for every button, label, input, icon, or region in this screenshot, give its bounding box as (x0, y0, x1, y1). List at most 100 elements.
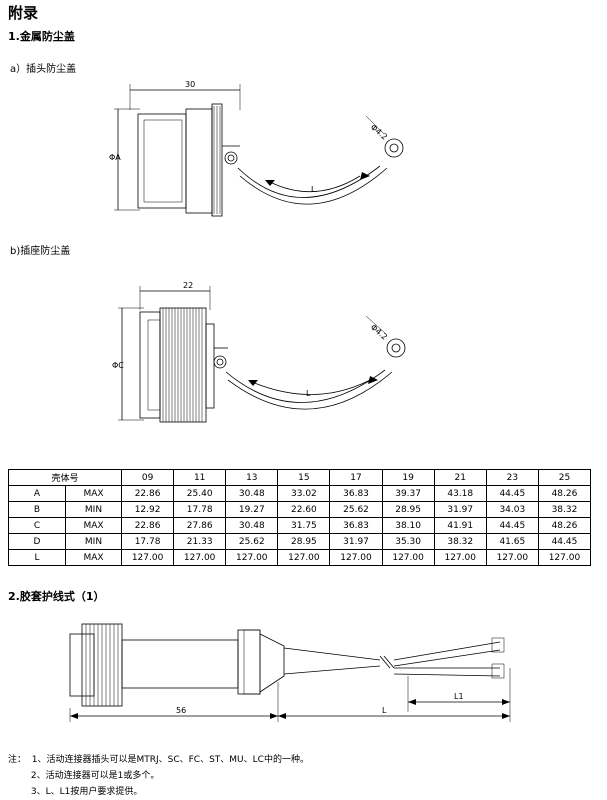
arrow-right-icon (270, 713, 278, 719)
row-type: MAX (64, 485, 123, 502)
dim-len-label: L (311, 185, 316, 194)
table-cell: 31.75 (277, 517, 331, 534)
table-cell: 25.62 (329, 501, 383, 518)
table-cell: 38.32 (433, 533, 487, 550)
row-dim: D (8, 533, 66, 550)
dim-L1-label: L1 (454, 692, 464, 701)
table-cell: 127.00 (485, 549, 539, 566)
arrow-left-icon (408, 699, 416, 705)
size-header: 11 (173, 469, 227, 486)
note-line: 2、活动连接器可以是1或多个。 (8, 771, 160, 781)
table-cell: 127.00 (277, 549, 331, 566)
size-header: 21 (433, 469, 487, 486)
table-row: C MAX 22.86 27.86 30.48 31.75 36.83 38.1… (8, 517, 592, 534)
table-cell: 21.33 (173, 533, 227, 550)
table-cell: 48.26 (537, 485, 592, 502)
table-cell: 44.45 (485, 485, 539, 502)
table-cell: 44.45 (485, 517, 539, 534)
table-cell: 28.95 (381, 501, 435, 518)
table-cell: 30.48 (225, 485, 279, 502)
header-label: 壳体号 (7, 469, 123, 486)
table-cell: 48.26 (537, 517, 592, 534)
table-cell: 31.97 (433, 501, 487, 518)
arrow-left-icon (70, 713, 78, 719)
arrow-left-icon (265, 180, 275, 186)
table-row: D MIN 17.78 21.33 25.62 28.95 31.97 35.3… (8, 533, 592, 550)
dim-top-label: 30 (185, 80, 195, 89)
dim-len-label: L (306, 389, 311, 398)
dim-ring-label: Φ4.2 (369, 323, 389, 342)
table-cell: 17.78 (121, 533, 175, 550)
table-cell: 30.48 (225, 517, 279, 534)
size-header: 15 (277, 469, 331, 486)
table-cell: 25.62 (225, 533, 279, 550)
dim-top-label: 22 (183, 281, 193, 290)
table-row: A MAX 22.86 25.40 30.48 33.02 36.83 39.3… (8, 485, 592, 502)
table-cell: 41.65 (485, 533, 539, 550)
table-cell: 44.45 (537, 533, 592, 550)
table-cell: 36.83 (329, 485, 383, 502)
notes: 注： 1、活动连接器插头可以是MTRJ、SC、FC、ST、MU、LC中的一种。 … (8, 752, 309, 800)
dim-ring-label: Φ4.2 (369, 123, 389, 142)
table-cell: 33.02 (277, 485, 331, 502)
table-row: B MIN 12.92 17.78 19.27 22.60 25.62 28.9… (8, 501, 592, 518)
row-type: MAX (64, 549, 123, 566)
note-line: 注： 1、活动连接器插头可以是MTRJ、SC、FC、ST、MU、LC中的一种。 (8, 755, 309, 765)
table-header-row: 壳体号 09 11 13 15 17 19 21 23 25 (7, 469, 592, 486)
dim-side-label: ΦA (109, 153, 121, 162)
size-header: 09 (121, 469, 175, 486)
size-header: 13 (225, 469, 279, 486)
table-cell: 31.97 (329, 533, 383, 550)
table-cell: 127.00 (225, 549, 279, 566)
size-header: 17 (329, 469, 383, 486)
row-dim: A (8, 485, 66, 502)
size-header: 19 (381, 469, 435, 486)
table-cell: 35.30 (381, 533, 435, 550)
dim-L-label: L (382, 706, 387, 715)
table-cell: 127.00 (173, 549, 227, 566)
row-dim: L (8, 549, 66, 566)
spec-table: 壳体号 09 11 13 15 17 19 21 23 25 A MAX 22.… (7, 469, 592, 566)
row-type: MAX (64, 517, 123, 534)
section2-heading: 2.胶套护线式（1） (8, 590, 105, 603)
table-cell: 43.18 (433, 485, 487, 502)
table-cell: 34.03 (485, 501, 539, 518)
sub-b-label: b)插座防尘盖 (10, 246, 71, 257)
arrow-right-icon (502, 699, 510, 705)
arrow-right-icon (502, 713, 510, 719)
sub-a-label: a）插头防尘盖 (10, 64, 77, 75)
size-header: 25 (537, 469, 592, 486)
row-dim: B (8, 501, 66, 518)
table-cell: 38.10 (381, 517, 435, 534)
table-cell: 25.40 (173, 485, 227, 502)
note-line: 3、L、L1按用户要求提供。 (8, 787, 143, 797)
dim-56-label: 56 (176, 706, 186, 715)
arrow-right-icon (360, 172, 370, 180)
row-type: MIN (64, 501, 123, 518)
table-cell: 22.86 (121, 517, 175, 534)
receptacle-dust-cap-drawing: 22 ΦC Φ4.2 L (112, 281, 406, 423)
table-cell: 17.78 (173, 501, 227, 518)
table-cell: 12.92 (121, 501, 175, 518)
table-cell: 127.00 (329, 549, 383, 566)
arrow-right-icon (368, 376, 378, 384)
table-cell: 127.00 (433, 549, 487, 566)
table-cell: 19.27 (225, 501, 279, 518)
table-cell: 127.00 (381, 549, 435, 566)
table-cell: 28.95 (277, 533, 331, 550)
size-header: 23 (485, 469, 539, 486)
table-cell: 127.00 (537, 549, 592, 566)
table-cell: 22.60 (277, 501, 331, 518)
dim-side-label: ΦC (112, 361, 124, 370)
arrow-left-icon (248, 380, 258, 386)
table-cell: 127.00 (121, 549, 175, 566)
plug-dust-cap-drawing: 30 ΦA Φ4.2 L (109, 80, 404, 217)
table-cell: 27.86 (173, 517, 227, 534)
table-row: L MAX 127.00 127.00 127.00 127.00 127.00… (8, 549, 592, 566)
table-cell: 39.37 (381, 485, 435, 502)
table-cell: 41.91 (433, 517, 487, 534)
section1-heading: 1.金属防尘盖 (8, 30, 75, 43)
table-cell: 38.32 (537, 501, 592, 518)
table-cell: 22.86 (121, 485, 175, 502)
row-dim: C (8, 517, 66, 534)
